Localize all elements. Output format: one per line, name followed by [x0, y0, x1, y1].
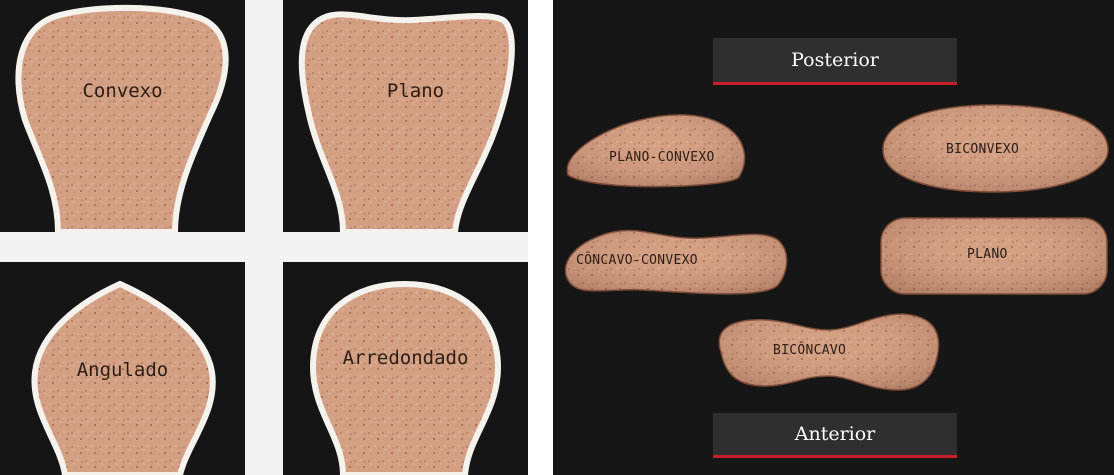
- disc-label-biconvexo: BICONVEXO: [946, 142, 1019, 157]
- plano-shape: [283, 0, 528, 232]
- disc-label-biconcavo: BICÔNCAVO: [773, 343, 846, 358]
- angulado-quadrant: Angulado: [0, 262, 245, 475]
- shape-label-plano: Plano: [293, 80, 528, 102]
- disc-label-concavo-convexo: CÔNCAVO-CONVEXO: [576, 253, 698, 268]
- arredondado-quadrant: Arredondado: [283, 262, 528, 475]
- shape-label-angulado: Angulado: [0, 359, 245, 381]
- disc-label-plano-convexo: PLANO-CONVEXO: [609, 150, 715, 165]
- disc-shapes-panel: Posterior Anterior PLANO-CONVEXO BICONVE…: [553, 0, 1114, 475]
- joint-surface-shapes-panel: Convexo Plano Angulado Arredondado: [0, 0, 528, 475]
- posterior-plate: Posterior: [713, 38, 957, 85]
- convexo-shape: [0, 0, 245, 232]
- convexo-quadrant: Convexo: [0, 0, 245, 232]
- plano-quadrant: Plano: [283, 0, 528, 232]
- shape-label-arredondado: Arredondado: [283, 347, 528, 369]
- shape-label-convexo: Convexo: [0, 80, 245, 102]
- disc-label-plano: PLANO: [967, 247, 1008, 262]
- anterior-plate: Anterior: [713, 413, 957, 458]
